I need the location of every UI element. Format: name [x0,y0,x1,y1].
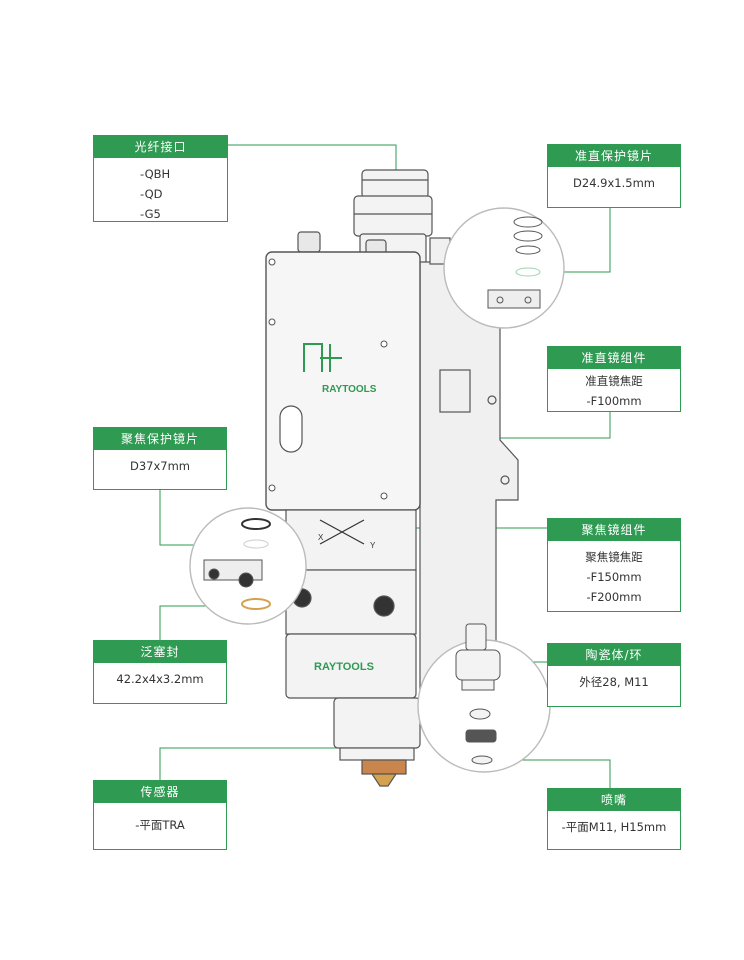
callout-fiber: 光纤接口 -QBH -QD -G5 [93,135,228,222]
callout-collimator-lens-line-2: -F100mm [586,394,642,408]
callout-collimator-protect-title: 准直保护镜片 [548,145,680,167]
callout-seal-title: 泛塞封 [94,641,226,663]
callout-collimator-lens-title: 准直镜组件 [548,347,680,369]
callout-collimator-protect: 准直保护镜片 D24.9x1.5mm [547,144,681,208]
callout-focus-protect-line-1: D37x7mm [129,459,190,473]
lower-module [285,509,417,699]
axis-y-label: Y [370,541,376,550]
callout-focus-lens-line-3: -F200mm [586,590,642,604]
callout-nozzle-line-1: -平面M11, H15mm [561,820,667,834]
callout-nozzle-title: 喷嘴 [548,789,680,811]
callout-collimator-protect-line-1: D24.9x1.5mm [573,176,655,190]
brand-logo-icon [303,343,342,372]
callout-focus-lens-line-2: -F150mm [586,570,642,584]
leader-nozzle [488,759,611,788]
callout-fiber-line-3: -G5 [140,207,161,221]
focus-parts [203,518,271,610]
callout-collimator-lens: 准直镜组件 准直镜焦距 -F100mm [547,346,681,412]
nozzle-parts [455,623,501,765]
callout-fiber-title: 光纤接口 [94,136,227,158]
callout-seal-line-1: 42.2x4x3.2mm [116,672,204,686]
callout-ceramic-title: 陶瓷体/环 [548,644,680,666]
callout-focus-lens-line-1: 聚焦镜焦距 [585,550,643,564]
callout-focus-protect: 聚焦保护镜片 D37x7mm [93,427,227,490]
collimator-parts [487,216,543,309]
collimator-detail-circle [443,207,565,329]
brand-logo-text: RAYTOOLS [322,384,377,395]
callout-focus-lens: 聚焦镜组件 聚焦镜焦距 -F150mm -F200mm [547,518,681,612]
fiber-connector [353,169,433,265]
callout-focus-lens-title: 聚焦镜组件 [548,519,680,541]
callout-seal: 泛塞封 42.2x4x3.2mm [93,640,227,704]
callout-ceramic: 陶瓷体/环 外径28, M11 [547,643,681,707]
callout-sensor-line-1: -平面TRA [135,818,185,832]
callout-nozzle: 喷嘴 -平面M11, H15mm [547,788,681,850]
sensor-column [333,697,421,787]
callout-sensor-title: 传感器 [94,781,226,803]
callout-focus-protect-title: 聚焦保护镜片 [94,428,226,450]
control-box [265,251,421,511]
callout-fiber-line-2: -QD [140,187,163,201]
leader-sensor [159,747,372,780]
callout-fiber-line-1: -QBH [140,167,171,181]
brand-logo-text-lower: RAYTOOLS [314,661,374,673]
leader-collimator-lens [456,412,611,439]
axis-x-label: X [318,533,324,542]
callout-collimator-lens-line-1: 准直镜焦距 [585,374,643,388]
callout-sensor: 传感器 -平面TRA [93,780,227,850]
callout-ceramic-line-1: 外径28, M11 [579,675,649,689]
